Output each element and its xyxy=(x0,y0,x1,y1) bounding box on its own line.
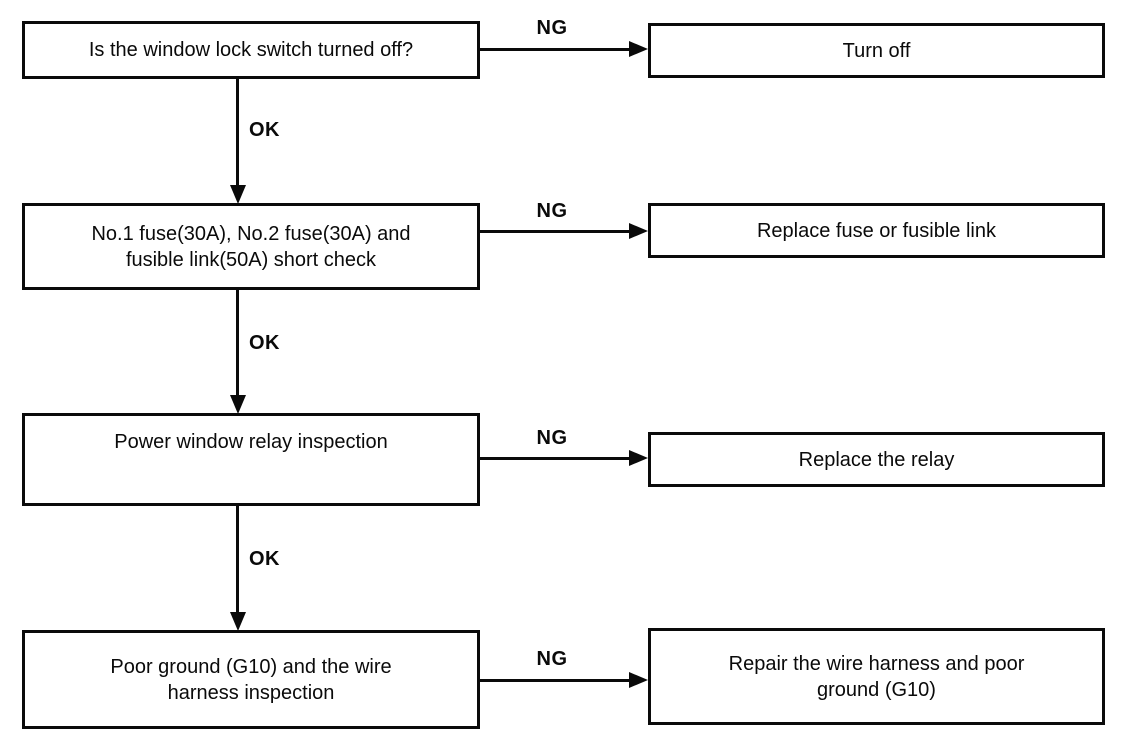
ng-arrowhead-icon-4 xyxy=(629,672,648,688)
ok-arrowhead-icon-1 xyxy=(229,185,246,204)
ng-arrowhead-icon-2 xyxy=(629,223,648,239)
ok-arrowhead-icon-2 xyxy=(229,395,246,414)
ng-arrowhead-icon-3 xyxy=(629,450,648,466)
ng-arrow-line-4 xyxy=(480,679,632,682)
ok-label-3: OK xyxy=(249,548,280,570)
ng-arrow-line-2 xyxy=(480,230,632,233)
action-box-4: Repair the wire harness and poor ground … xyxy=(648,628,1105,725)
action-box-1: Turn off xyxy=(648,23,1105,78)
ok-arrow-line-3 xyxy=(236,505,239,617)
ok-arrowhead-icon-3 xyxy=(229,612,246,631)
check-box-4: Poor ground (G10) and the wire harness i… xyxy=(22,630,480,729)
action-box-2: Replace fuse or fusible link xyxy=(648,203,1105,258)
ok-arrow-line-1 xyxy=(236,78,239,190)
ng-label-2: NG xyxy=(536,200,568,222)
ok-arrow-line-2 xyxy=(236,289,239,400)
check-box-2: No.1 fuse(30A), No.2 fuse(30A) and fusib… xyxy=(22,203,480,290)
ng-label-3: NG xyxy=(536,427,568,449)
ng-label-4: NG xyxy=(536,648,568,670)
action-box-3: Replace the relay xyxy=(648,432,1105,487)
check-box-1: Is the window lock switch turned off? xyxy=(22,21,480,79)
ng-arrowhead-icon-1 xyxy=(629,41,648,57)
ok-label-1: OK xyxy=(249,119,280,141)
ok-label-2: OK xyxy=(249,332,280,354)
ng-arrow-line-1 xyxy=(480,48,632,51)
ng-label-1: NG xyxy=(536,17,568,39)
check-box-3: Power window relay inspection xyxy=(22,413,480,506)
ng-arrow-line-3 xyxy=(480,457,632,460)
